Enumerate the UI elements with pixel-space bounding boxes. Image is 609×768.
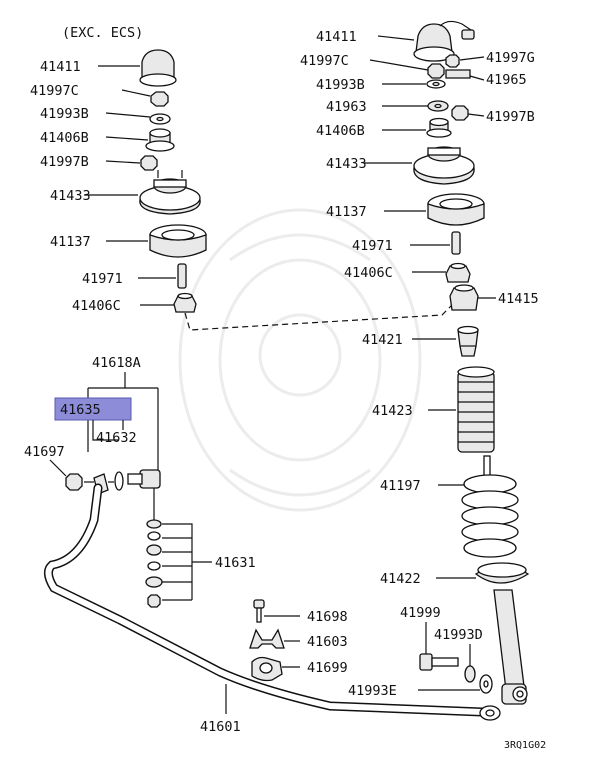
part-41406b-right — [426, 117, 452, 138]
part-41997b-right — [451, 105, 469, 121]
part-41697 — [65, 473, 83, 491]
label-41601[interactable]: 41601 — [200, 719, 241, 735]
label-41632[interactable]: 41632 — [96, 430, 137, 446]
label-41406b-left[interactable]: 41406B — [40, 130, 89, 146]
part-41433-left — [139, 170, 201, 215]
diagram-code: 3RQ1G02 — [504, 740, 546, 751]
label-41699[interactable]: 41699 — [307, 660, 348, 676]
part-41415-right — [449, 284, 479, 311]
watermark-emblem — [178, 208, 422, 512]
part-41993d-right — [464, 665, 476, 683]
part-41406c-right — [445, 262, 471, 283]
part-41421-right — [457, 325, 479, 357]
label-41993e-right[interactable]: 41993E — [348, 683, 397, 699]
part-41997b-left — [140, 155, 158, 171]
label-41697[interactable]: 41697 — [24, 444, 65, 460]
bracket-41618a — [87, 372, 159, 470]
label-41618a[interactable]: 41618A — [92, 355, 141, 371]
label-41993b-right[interactable]: 41993B — [316, 77, 365, 93]
part-41411-right — [413, 20, 475, 62]
label-41997b-right[interactable]: 41997B — [486, 109, 535, 125]
part-41997g-right — [445, 54, 460, 68]
part-41197-right — [461, 455, 519, 558]
bracket-41631 — [162, 523, 212, 601]
label-41997c-left[interactable]: 41997C — [30, 83, 79, 99]
label-41433-right[interactable]: 41433 — [326, 156, 367, 172]
part-41965-right — [445, 69, 471, 79]
label-41997c-right[interactable]: 41997C — [300, 53, 349, 69]
label-41406b-right[interactable]: 41406B — [316, 123, 365, 139]
label-41406c-left[interactable]: 41406C — [72, 298, 121, 314]
bar-fill — [45, 485, 485, 715]
part-41993e-right — [479, 674, 493, 694]
part-41993b-left — [149, 113, 171, 125]
leader-41635 — [92, 420, 118, 441]
label-41993b-left[interactable]: 41993B — [40, 106, 89, 122]
part-41997c-left — [150, 91, 169, 107]
part-41423-right — [457, 366, 495, 453]
label-41433-left[interactable]: 41433 — [50, 188, 91, 204]
label-41635[interactable]: 41635 — [60, 402, 101, 418]
part-41971-right — [451, 231, 461, 255]
part-41137-right — [427, 193, 485, 226]
label-41971-right[interactable]: 41971 — [352, 238, 393, 254]
label-41411-right[interactable]: 41411 — [316, 29, 357, 45]
label-41603[interactable]: 41603 — [307, 634, 348, 650]
part-41603 — [249, 628, 285, 649]
note-label: (EXC. ECS) — [62, 25, 143, 41]
label-41423-right[interactable]: 41423 — [372, 403, 413, 419]
label-41999-right[interactable]: 41999 — [400, 605, 441, 621]
part-41699 — [251, 656, 283, 682]
part-41632 — [114, 471, 124, 491]
label-41963-right[interactable]: 41963 — [326, 99, 367, 115]
part-41406c-left — [173, 292, 197, 313]
label-41422-right[interactable]: 41422 — [380, 571, 421, 587]
label-41137-right[interactable]: 41137 — [326, 204, 367, 220]
part-41963-right — [427, 100, 449, 112]
label-41421-right[interactable]: 41421 — [362, 332, 403, 348]
part-41698 — [253, 599, 265, 623]
label-41631[interactable]: 41631 — [215, 555, 256, 571]
part-41137-left — [149, 224, 207, 258]
label-41997b-left[interactable]: 41997B — [40, 154, 89, 170]
label-41415-right[interactable]: 41415 — [498, 291, 539, 307]
part-41422-right — [474, 562, 530, 705]
part-41618a-link — [127, 469, 161, 520]
label-41965-right[interactable]: 41965 — [486, 72, 527, 88]
label-41971-left[interactable]: 41971 — [82, 271, 123, 287]
label-41137-left[interactable]: 41137 — [50, 234, 91, 250]
label-41698[interactable]: 41698 — [307, 609, 348, 625]
connector-line — [184, 304, 453, 331]
part-41411-left — [139, 49, 177, 87]
part-41971-left — [177, 263, 187, 289]
part-41406b-left — [145, 128, 175, 152]
label-41197-right[interactable]: 41197 — [380, 478, 421, 494]
label-41411-left[interactable]: 41411 — [40, 59, 81, 75]
part-41631-stack — [145, 519, 163, 608]
part-41993b-right — [426, 79, 446, 89]
label-41993d-right[interactable]: 41993D — [434, 627, 483, 643]
part-41999-right — [419, 653, 459, 671]
label-41406c-right[interactable]: 41406C — [344, 265, 393, 281]
part-41433-right — [413, 146, 475, 185]
label-41997g-right[interactable]: 41997G — [486, 50, 535, 66]
part-41997c-right — [427, 63, 445, 79]
part-41601-eye — [479, 705, 501, 721]
